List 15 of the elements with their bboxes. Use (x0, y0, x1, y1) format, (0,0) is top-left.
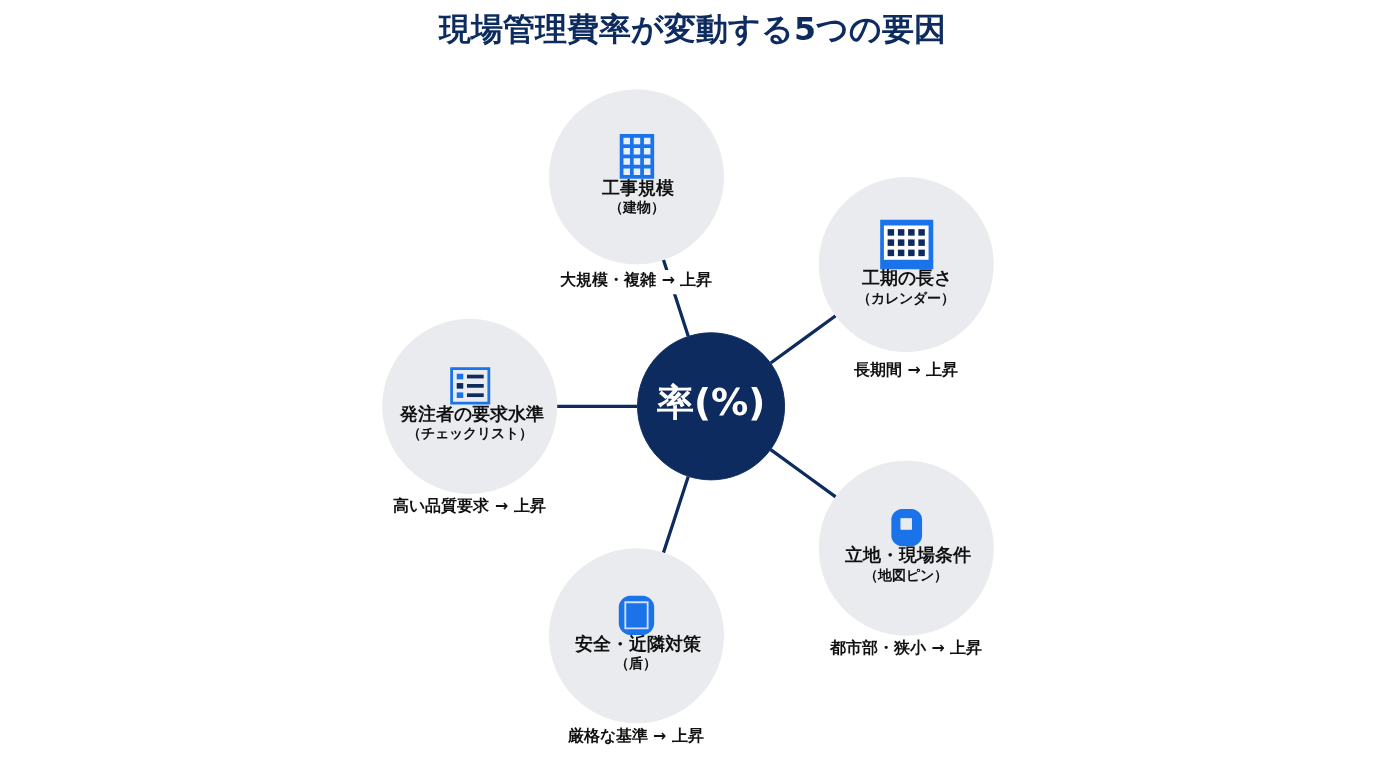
connector (769, 448, 837, 499)
connector (769, 314, 837, 365)
diagram-title: 現場管理費率が変動する5つの要因 (438, 11, 947, 48)
connector (557, 404, 638, 408)
node-label: 高い品質要求 → 上昇 (393, 495, 546, 515)
node-circle: 率(%) (637, 332, 786, 481)
connector (661, 475, 690, 554)
node-circle: 安全・近隣対策 （盾） (548, 548, 724, 724)
node-label: 大規模・複雑 → 上昇 (560, 269, 713, 289)
node-circle: 工期の長さ （カレンダー） (818, 177, 994, 352)
node-circle: 発注者の要求水準 （チェックリスト） (382, 318, 558, 494)
node-circle: 立地・現場条件 （地図ピン） (818, 460, 994, 636)
node-label: 都市部・狭小 → 上昇 (829, 637, 983, 657)
node-label: 厳格な基準 → 上昇 (567, 726, 704, 746)
node-label: 長期間 → 上昇 (854, 360, 959, 380)
